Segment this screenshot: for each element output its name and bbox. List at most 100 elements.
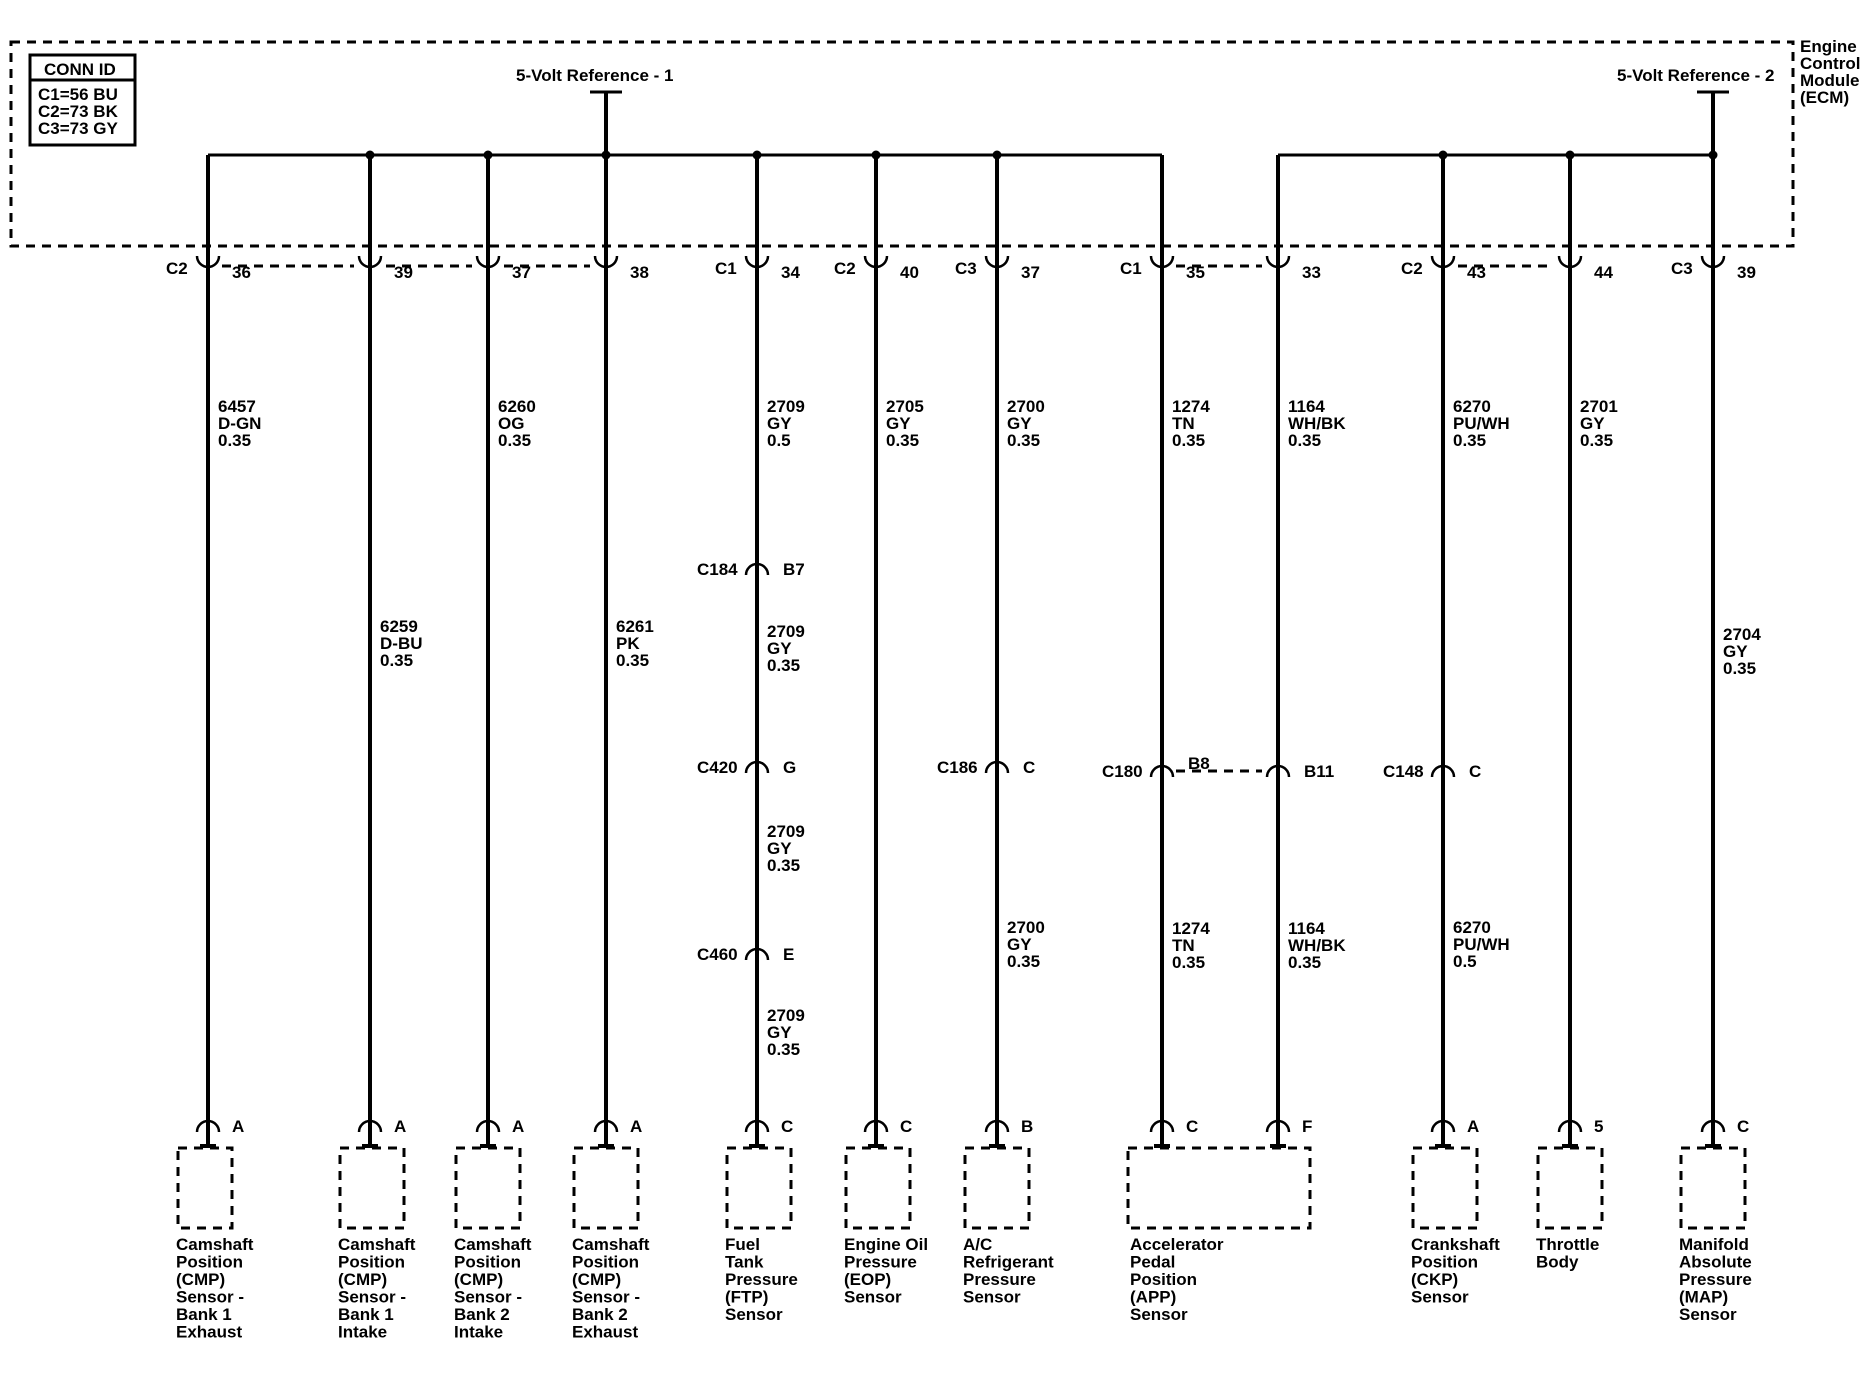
sensor-name-3-5: Exhaust [572,1323,638,1342]
wire-4-seg-3-gauge: 0.35 [767,1040,800,1059]
sensor-pin-label-9: A [1467,1117,1479,1136]
sensor-connector-4 [744,1119,770,1133]
sensor-connector-3 [593,1119,619,1133]
sensor-name-6-3: Sensor [963,1288,1021,1307]
sensor-name-3-3: Sensor - [572,1288,640,1307]
wire-11-seg-0-gauge: 0.35 [1723,659,1756,678]
sensor-name-4-0: Fuel [725,1235,760,1254]
inline-connector-pin-6-0: C [1023,758,1035,777]
wire-1-seg-0-circuit: 6259 [380,617,418,636]
ecm-pin-label-1: 39 [394,263,413,282]
inline-connector-name-4-0: C184 [697,560,738,579]
wire-7-seg-1-circuit: 1274 [1172,919,1210,938]
wire-6-seg-0-color: GY [1007,414,1032,433]
sensor-name-1-2: (CMP) [338,1270,387,1289]
sensor-name-4-1: Tank [725,1253,764,1272]
sensor-pin-label-7: C [1186,1117,1198,1136]
wire-11-seg-0-circuit: 2704 [1723,625,1761,644]
wire-9-seg-0-color: PU/WH [1453,414,1510,433]
ecm-pin-label-4: 34 [781,263,800,282]
wire-8-seg-1-circuit: 1164 [1288,919,1325,938]
ecm-connector-label-9: C2 [1401,259,1423,278]
inline-connector-4-2 [744,947,770,961]
circuit-2: 376260OG0.35ACamshaftPosition(CMP)Sensor… [454,155,536,1342]
sensor-name-3-1: Position [572,1253,639,1272]
reference-bus-1: 5-Volt Reference - 1 [208,66,1162,157]
sensor-pin-label-4: C [781,1117,793,1136]
ecm-pin-label-9: 43 [1467,263,1486,282]
wire-1-seg-0-gauge: 0.35 [380,651,413,670]
wire-2-seg-0-gauge: 0.35 [498,431,531,450]
wire-9-seg-0-circuit: 6270 [1453,397,1491,416]
sensor-connector-10 [1557,1119,1583,1133]
sensor-name-11-2: Pressure [1679,1270,1752,1289]
wire-9-seg-1-color: PU/WH [1453,935,1510,954]
ecm-connector-label-6: C3 [955,259,977,278]
sensor-name-2-5: Intake [454,1323,503,1342]
conn-id-box: CONN ID C1=56 BU C2=73 BK C3=73 GY [28,53,137,147]
sensor-connector-2 [475,1119,501,1133]
sensor-name-11-0: Manifold [1679,1235,1749,1254]
sensor-box-0 [176,1146,234,1230]
sensor-pin-label-10: 5 [1594,1117,1603,1136]
inline-connector-pin-7-0: B8 [1188,754,1210,773]
sensor-connector-6 [984,1119,1010,1133]
sensor-pin-label-5: C [900,1117,912,1136]
wire-0-seg-0-circuit: 6457 [218,397,256,416]
wire-5-seg-0-circuit: 2705 [886,397,924,416]
sensor-name-6-1: Refrigerant [963,1253,1054,1272]
wire-2-seg-0-color: OG [498,414,524,433]
wire-3-seg-0-color: PK [616,634,640,653]
wire-6-seg-0-gauge: 0.35 [1007,431,1040,450]
wire-3-seg-0-circuit: 6261 [616,617,654,636]
sensor-name-9-1: Position [1411,1253,1478,1272]
wire-4-seg-2-circuit: 2709 [767,822,805,841]
ecm-pin-label-2: 37 [512,263,531,282]
sensor-name-2-2: (CMP) [454,1270,503,1289]
sensor-pin-label-11: C [1737,1117,1749,1136]
wire-4-seg-3-circuit: 2709 [767,1006,805,1025]
sensor-name-11-1: Absolute [1679,1253,1752,1272]
wire-8-seg-1-gauge: 0.35 [1288,953,1321,972]
inline-connector-name-4-1: C420 [697,758,738,777]
sensor-pin-label-1: A [394,1117,406,1136]
wire-8-seg-0-circuit: 1164 [1288,397,1325,416]
sensor-pin-label-2: A [512,1117,524,1136]
sensor-connector-0 [195,1119,221,1133]
sensor-name-2-3: Sensor - [454,1288,522,1307]
ecm-connector-label-7: C1 [1120,259,1142,278]
sensor-box-5 [844,1146,912,1230]
wire-6-seg-1-circuit: 2700 [1007,918,1045,937]
sensor-name-0-5: Exhaust [176,1323,242,1342]
wire-2-seg-0-circuit: 6260 [498,397,536,416]
sensor-name-7-4: Sensor [1130,1305,1188,1324]
sensor-name-9-3: Sensor [1411,1288,1469,1307]
wire-5-seg-0-color: GY [886,414,911,433]
inline-connector-name-9-0: C148 [1383,762,1424,781]
sensor-name-0-1: Position [176,1253,243,1272]
sensor-box-6 [963,1146,1031,1230]
inline-connector-name-6-0: C186 [937,758,978,777]
sensor-name-1-1: Position [338,1253,405,1272]
sensor-connector-7 [1149,1119,1175,1133]
circuit-1: 396259D-BU0.35ACamshaftPosition(CMP)Sens… [338,155,423,1342]
ecm-connector-label-0: C2 [166,259,188,278]
wire-6-seg-1-gauge: 0.35 [1007,952,1040,971]
sensor-box-11 [1679,1146,1747,1230]
sensor-connector-8 [1265,1119,1291,1133]
ecm-name-1: Engine [1800,37,1857,56]
sensor-box-1 [338,1146,406,1230]
sensor-name-1-4: Bank 1 [338,1305,394,1324]
sensor-name-2-0: Camshaft [454,1235,532,1254]
ecm-connector-label-4: C1 [715,259,737,278]
wire-9-seg-0-gauge: 0.35 [1453,431,1486,450]
wire-4-seg-1-color: GY [767,639,792,658]
sensor-name-5-1: Pressure [844,1253,917,1272]
sensor-name-4-4: Sensor [725,1305,783,1324]
sensor-connector-5 [863,1119,889,1133]
